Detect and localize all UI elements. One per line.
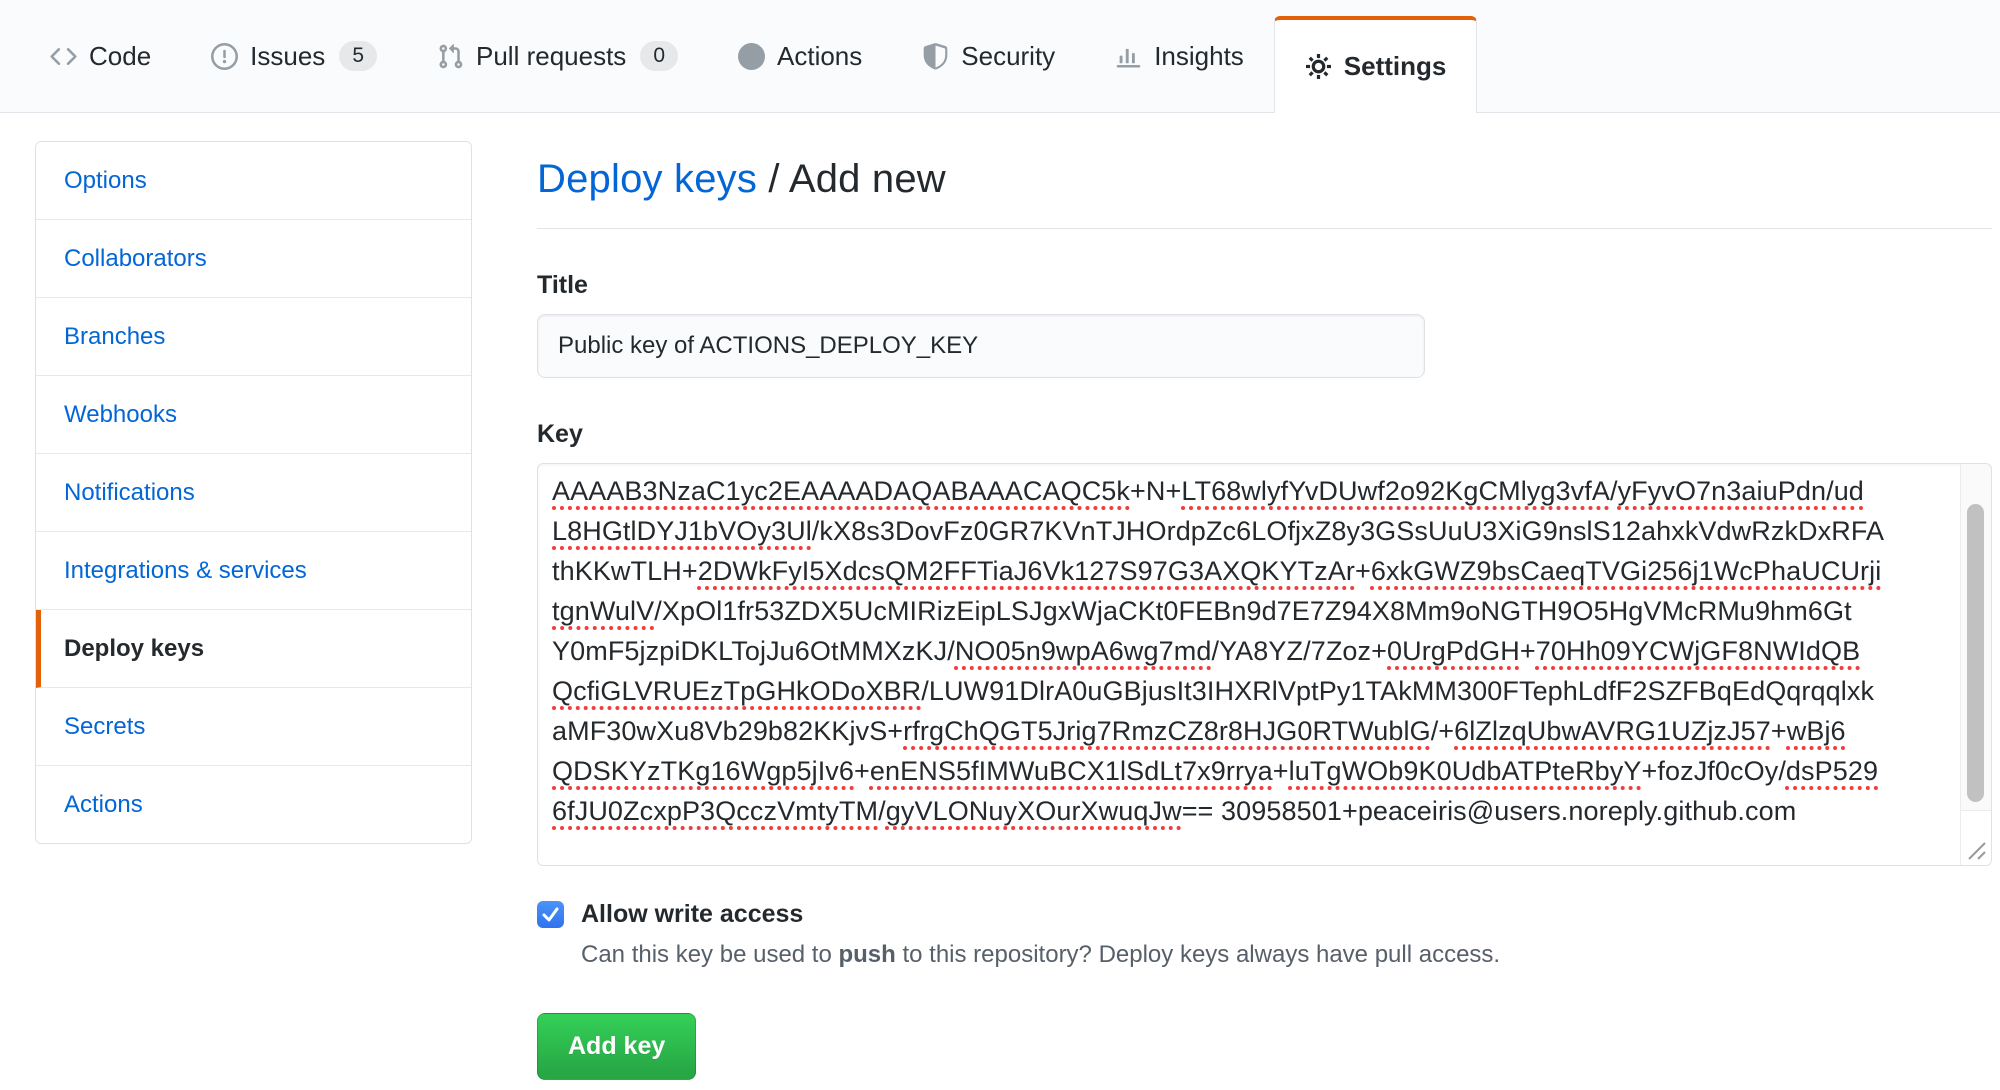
key-line: tgnWulV/XpOl1fr53ZDX5UcMIRizEipLSJgxWjaC…: [552, 596, 1852, 626]
pull-requests-count-badge: 0: [640, 41, 678, 71]
key-text: AAAAB3NzaC1yc2EAAAADAQABAAACAQC5k+N+LT68…: [538, 464, 1991, 831]
repo-tab-bar: Code Issues 5 Pull requests 0 Actions Security…: [0, 0, 2000, 113]
key-line: QDSKYzTKg16Wgp5jIv6+enENS5fIMWuBCX1lSdLt…: [552, 756, 1879, 786]
tab-settings[interactable]: Settings: [1273, 16, 1478, 113]
write-access-checkbox[interactable]: [537, 901, 564, 928]
sidebar-item-secrets[interactable]: Secrets: [36, 688, 471, 766]
textarea-resize-handle[interactable]: [1960, 810, 1991, 865]
play-icon: [738, 42, 765, 70]
tab-security[interactable]: Security: [892, 0, 1085, 113]
tab-label: Insights: [1154, 40, 1244, 71]
breadcrumb-separator: /: [757, 157, 789, 201]
git-pull-request-icon: [437, 43, 464, 70]
key-line: QcfiGLVRUEzTpGHkODoXBR/LUW91DlrA0uGBjusI…: [552, 676, 1875, 706]
issues-count-badge: 5: [339, 41, 377, 71]
write-access-row: Allow write access: [537, 900, 1992, 929]
title-input[interactable]: [537, 314, 1425, 378]
sidebar-item-notifications[interactable]: Notifications: [36, 454, 471, 532]
shield-icon: [922, 42, 949, 70]
tab-issues[interactable]: Issues 5: [181, 0, 407, 113]
write-access-label: Allow write access: [581, 900, 804, 928]
key-line: thKKwTLH+2DWkFyI5XdcsQM2FFTiaJ6Vk127S97G…: [552, 556, 1882, 586]
textarea-scrollbar-thumb[interactable]: [1967, 504, 1984, 802]
gear-icon: [1305, 53, 1332, 80]
issue-opened-icon: [211, 42, 239, 70]
bar-chart-icon: [1115, 43, 1142, 70]
write-access-help: Can this key be used to push to this rep…: [581, 941, 1501, 968]
tab-label: Pull requests: [476, 40, 627, 71]
heading-divider: [537, 228, 1992, 229]
key-line: AAAAB3NzaC1yc2EAAAADAQABAAACAQC5k+N+LT68…: [552, 476, 1864, 506]
deploy-keys-breadcrumb-link[interactable]: Deploy keys: [537, 157, 758, 201]
page-title: Deploy keys / Add new: [537, 157, 1992, 202]
key-line: L8HGtlDYJ1bVOy3Ul/kX8s3DovFz0GR7KVnTJHOr…: [552, 516, 1885, 546]
sidebar-item-webhooks[interactable]: Webhooks: [36, 376, 471, 454]
tab-label: Settings: [1343, 51, 1447, 81]
textarea-scrollbar-track[interactable]: [1960, 464, 1991, 810]
key-line: 6fJU0ZcxpP3QcczVmtyTM/gyVLONuyXOurXwuqJw…: [552, 796, 1797, 826]
sidebar-item-deploy-keys[interactable]: Deploy keys: [36, 610, 471, 688]
tab-pull-requests[interactable]: Pull requests 0: [407, 0, 708, 113]
code-icon: [50, 43, 77, 70]
sidebar-item-collaborators[interactable]: Collaborators: [36, 220, 471, 298]
tab-label: Code: [89, 40, 152, 71]
key-label: Key: [537, 420, 583, 448]
tab-label: Issues: [250, 40, 326, 71]
tab-code[interactable]: Code: [20, 0, 181, 113]
tab-label: Actions: [777, 40, 863, 71]
add-key-button[interactable]: Add key: [537, 1013, 697, 1080]
title-label: Title: [537, 271, 588, 299]
tab-actions[interactable]: Actions: [708, 0, 892, 113]
sidebar-item-branches[interactable]: Branches: [36, 298, 471, 376]
tab-insights[interactable]: Insights: [1085, 0, 1274, 113]
sidebar-item-options[interactable]: Options: [36, 142, 471, 220]
key-line: aMF30wXu8Vb29b82KKjvS+rfrgChQGT5Jrig7Rmz…: [552, 716, 1846, 746]
breadcrumb-current: Add new: [788, 157, 946, 201]
sidebar-item-actions[interactable]: Actions: [64, 791, 143, 818]
sidebar-item-integrations-services[interactable]: Integrations & services: [36, 532, 471, 610]
key-textarea[interactable]: AAAAB3NzaC1yc2EAAAADAQABAAACAQC5k+N+LT68…: [537, 463, 1992, 866]
deploy-keys-panel: Deploy keys / Add new Title Key AAAAB3Nz…: [537, 141, 1992, 1080]
tab-label: Security: [961, 40, 1056, 71]
key-line: Y0mF5jzpiDKLTojJu6OtMMXzKJ/NO05n9wpA6wg7…: [552, 636, 1861, 666]
check-icon: [542, 907, 559, 922]
